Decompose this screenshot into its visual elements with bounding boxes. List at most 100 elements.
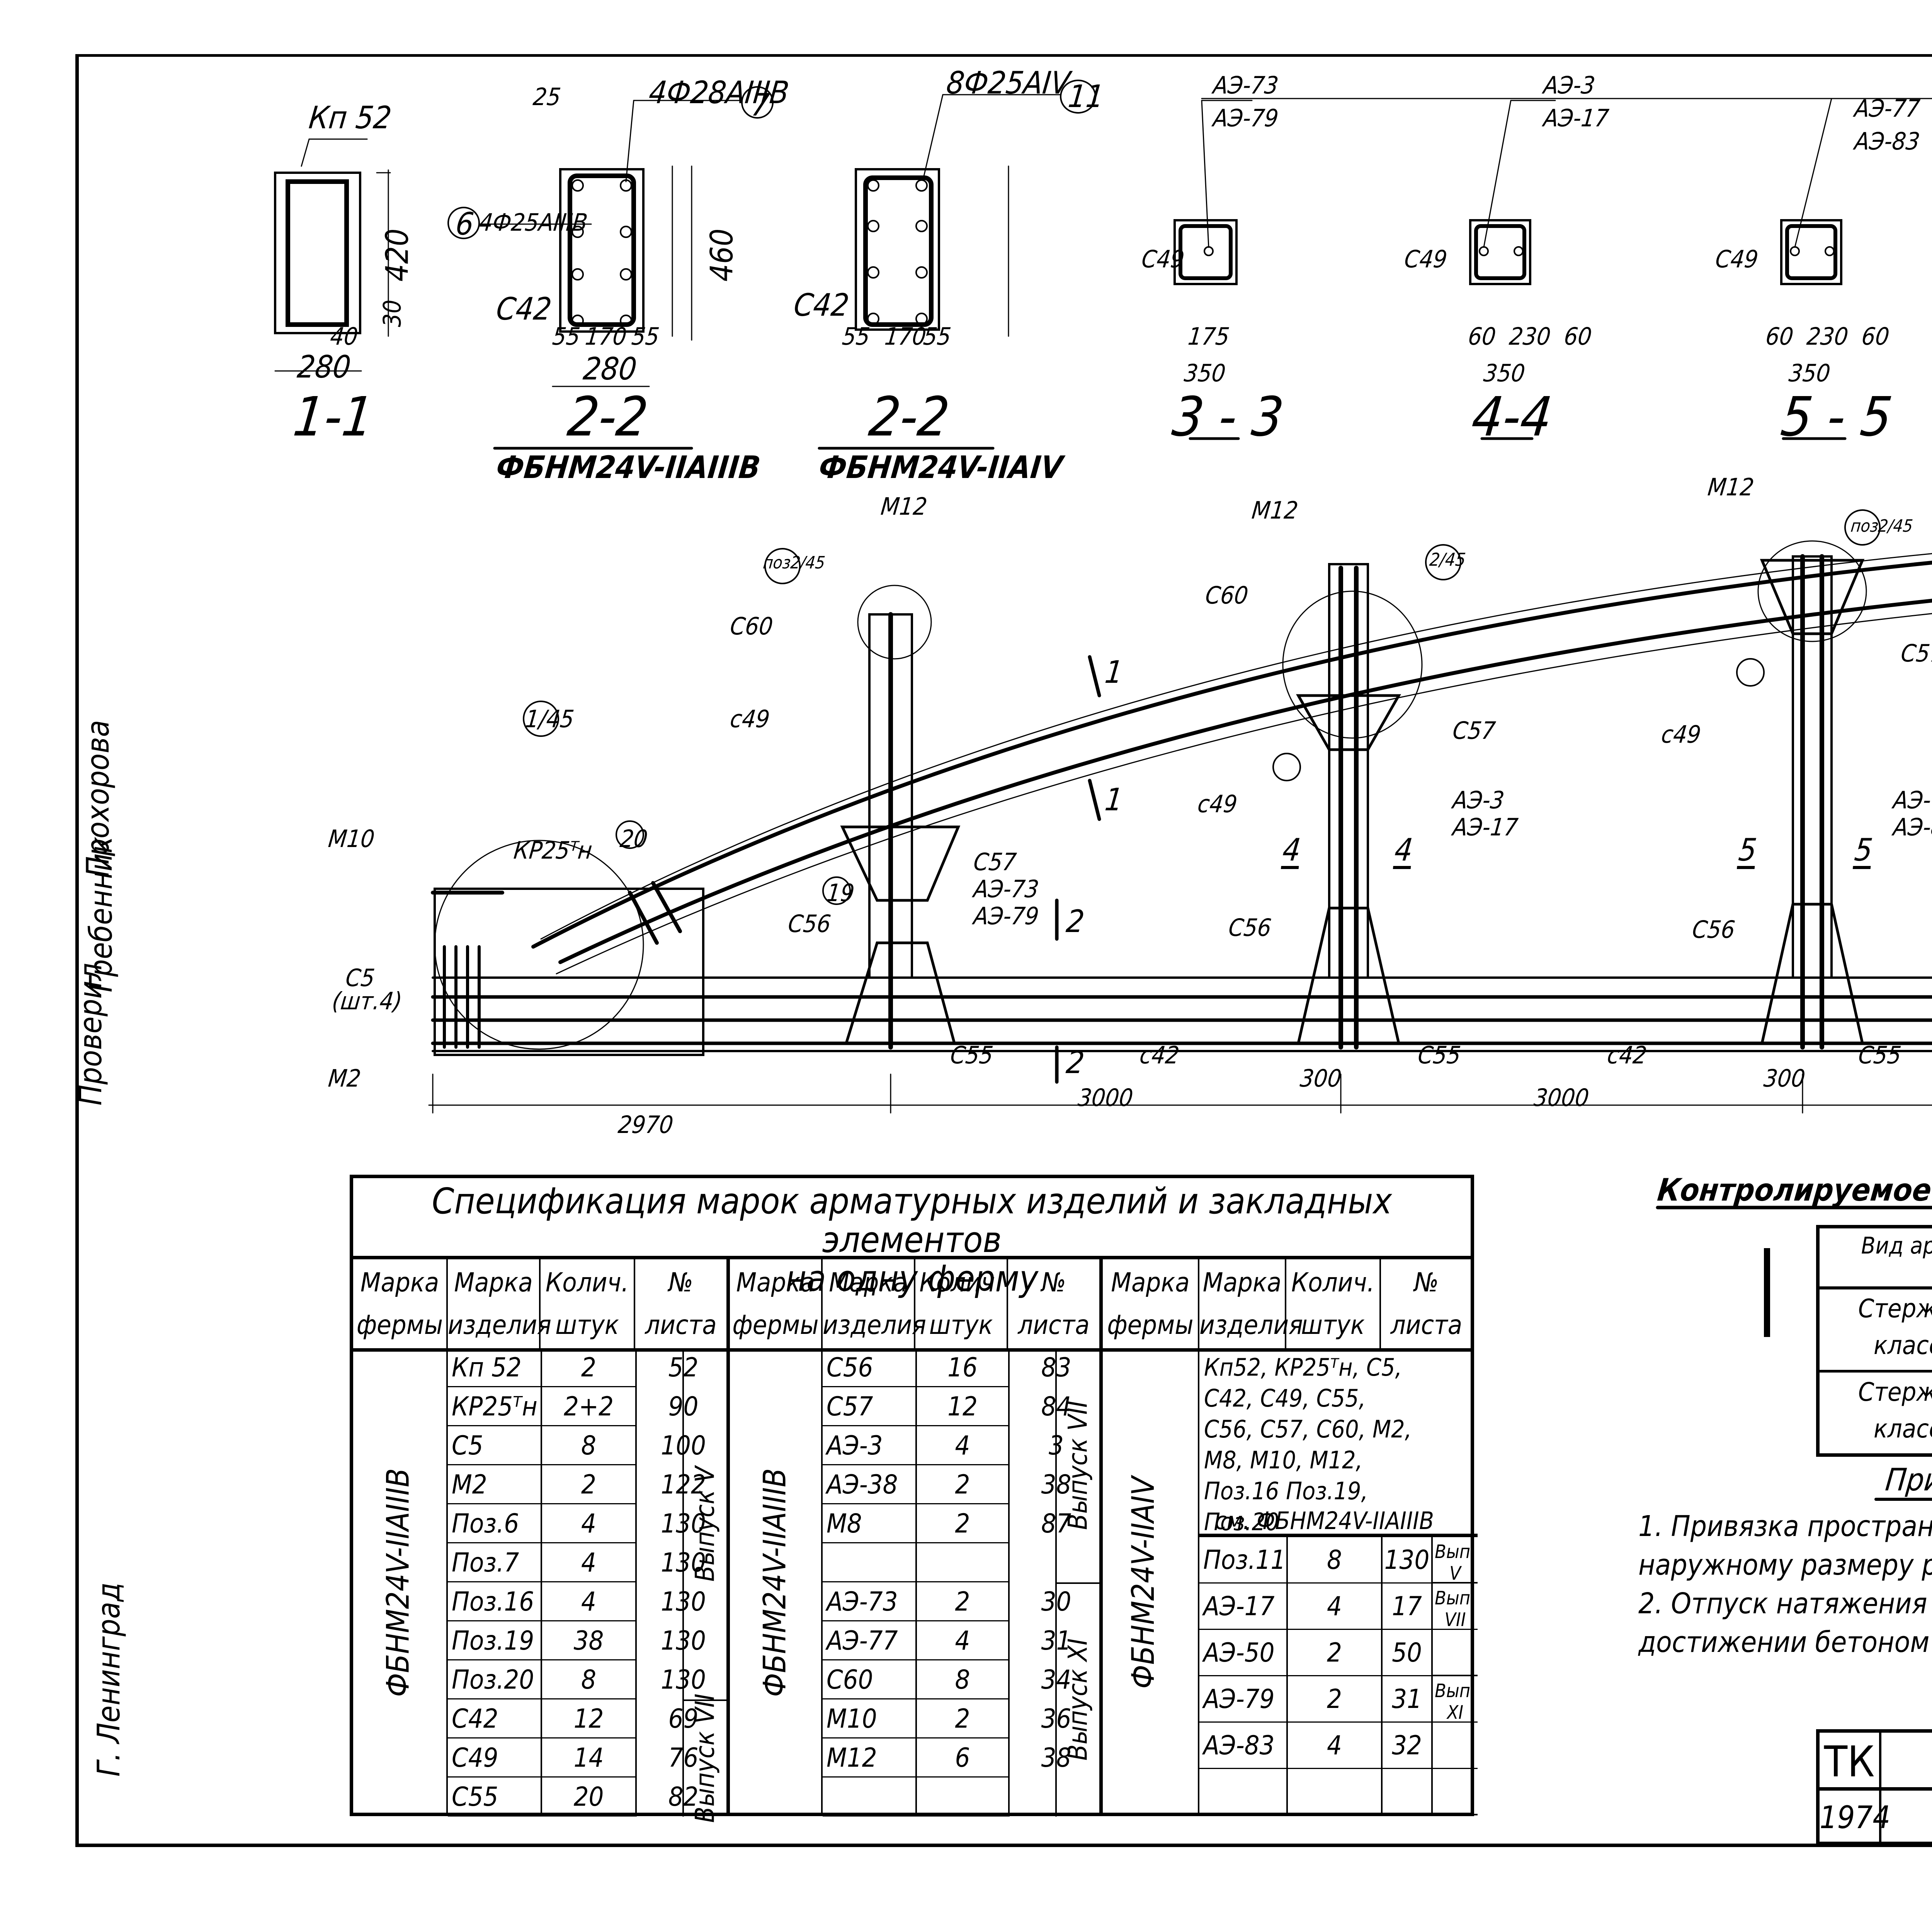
section-3-3 — [1173, 100, 1253, 440]
issue-label: Вып. VII — [1431, 1584, 1478, 1676]
title-block: ТК 1974 Фермы ФБНМ24V-IIAIIIВ, ФБНМ24V-I… — [1816, 1729, 1932, 1845]
spec-group-1-truss: ФБНМ24V-IIAIIIВ — [353, 1348, 448, 1813]
item-mark: М10 — [827, 1703, 877, 1734]
section-5-5-width: 350 — [1787, 359, 1832, 387]
title-line-2: ФБНМ24V-IIAIIIВ, ФБНМ24V-IIAIV — [1881, 1760, 1932, 1789]
label-m10: М10 — [327, 825, 376, 853]
section-2-2a-top-cover: 25 — [532, 83, 562, 111]
label-c57-c: С57 — [1900, 639, 1932, 667]
label-ae83: АЭ-83 — [1892, 813, 1932, 841]
table-row — [1199, 1769, 1478, 1815]
item-sheet: 17 — [1381, 1584, 1431, 1630]
item-qty: 4 — [915, 1621, 1008, 1660]
issue-label: Выпуск VII — [682, 1693, 726, 1823]
item-qty: 38 — [541, 1621, 635, 1660]
section-5-5-title: 5 - 5 — [1778, 386, 1895, 449]
title-block-name: Фермы ФБНМ24V-IIAIIIВ, ФБНМ24V-IIAIV — [1881, 1733, 1932, 1791]
item-mark: С55 — [452, 1781, 498, 1812]
section-2-2a-width: 280 — [582, 351, 639, 387]
section-1-1-width: 280 — [296, 349, 353, 385]
section-2-2b-stirrup: С42 — [792, 287, 851, 323]
notes-list: 1. Привязка пространственных каркасов ве… — [1638, 1507, 1932, 1662]
cut-mark-2b: 2 — [1065, 1044, 1086, 1080]
spec-table-header: Марка фермы Марка изделия Колич. штук № … — [353, 1259, 1471, 1352]
label-c55-b: С55 — [1417, 1041, 1462, 1069]
tension-table-header: Вид армирования Диаметр мм Контролируемо… — [1820, 1228, 1932, 1289]
header-qty-1: Колич. штук — [541, 1259, 635, 1348]
section-5-5 — [1201, 98, 1847, 440]
section-3-3-half: 175 — [1187, 322, 1231, 350]
item-mark: Поз.6 — [452, 1508, 519, 1539]
section-1-1-height: 420 — [379, 228, 415, 282]
section-5-5-stirrup: С49 — [1714, 245, 1760, 273]
note-2: 2. Отпуск натяжения напрягаемой арматуры… — [1638, 1587, 1932, 1659]
label-pos2-a: поз2/45 — [762, 553, 826, 573]
item-qty: 6 — [915, 1738, 1008, 1778]
section-2-2a-dim-170: 170 — [584, 322, 628, 350]
item-mark: М8 — [827, 1508, 862, 1539]
issue-label: Вып. V — [1431, 1537, 1478, 1584]
section-2-2a-dim-55-r: 55 — [630, 322, 661, 350]
section-2-2b-pos11: 11 — [1066, 78, 1106, 114]
label-c49-b: с49 — [1196, 790, 1239, 818]
item-qty: 8 — [541, 1426, 635, 1465]
label-c55-c: С55 — [1857, 1041, 1903, 1069]
section-2-2a-dim-55-l: 55 — [551, 322, 582, 350]
item-qty — [915, 1543, 1008, 1582]
label-c42-a: с42 — [1138, 1041, 1181, 1069]
spec-table-title: Спецификация марок арматурных изделий и … — [353, 1178, 1471, 1298]
dim-2970: 2970 — [617, 1111, 675, 1139]
item-qty: 2 — [541, 1348, 635, 1387]
header-item-2: Марка изделия — [823, 1259, 926, 1348]
item-mark: АЭ-38 — [827, 1469, 898, 1500]
truss-elevation — [428, 509, 1932, 1114]
section-2-2b-subtitle: ФБНМ24V-IIAIV — [817, 449, 1065, 485]
item-mark: Поз.11 — [1203, 1545, 1286, 1575]
table-row — [823, 1778, 1010, 1817]
item-mark: АЭ-17 — [1203, 1591, 1275, 1622]
issue-label: Выпуск V — [682, 1348, 726, 1701]
item-qty: 14 — [541, 1738, 635, 1778]
item-sheet — [1381, 1769, 1431, 1815]
section-4-4-title: 4-4 — [1469, 386, 1555, 449]
item-qty: 2 — [1286, 1630, 1381, 1676]
dim-3000-b: 3000 — [1532, 1084, 1590, 1112]
item-mark: М12 — [827, 1742, 877, 1773]
tension-table: Вид армирования Диаметр мм Контролируемо… — [1816, 1225, 1932, 1457]
spec-title-line1: Спецификация марок арматурных изделий и … — [432, 1180, 1392, 1260]
header-qty-2: Колич. штук — [915, 1259, 1008, 1348]
section-5-5-callout-bottom: АЭ-83 — [1853, 127, 1922, 155]
section-3-3-title: 3 - 3 — [1169, 386, 1287, 449]
tension-group: Стержникласса А-IV2018.92529.4 — [1820, 1370, 1932, 1453]
sheet-frame — [75, 54, 1932, 1847]
label-m12-c: М12 — [1706, 473, 1755, 501]
issue-label: Выпуск VII — [1055, 1348, 1099, 1584]
section-5-5-callout-top: АЭ-77 — [1853, 94, 1922, 122]
cut-mark-1a: 1 — [1103, 654, 1125, 690]
spec-group-3-body: Кп52, КР25ᵀн, С5, С42, С49, С55, С56, С5… — [1199, 1348, 1478, 1815]
reinforcement-type: Стержникласса А-IV — [1858, 1377, 1932, 1444]
cut-mark-4a: 4 — [1281, 832, 1303, 868]
header-qty-3: Колич. штук — [1286, 1259, 1381, 1348]
label-c57-b: С57 — [1451, 716, 1497, 745]
spec-group-3-note-ref: см. ФБНМ24V-IIAIIIВ — [1215, 1507, 1434, 1535]
section-1-1-cover-side: 40 — [329, 322, 359, 350]
label-c5-qty: (шт.4) — [331, 987, 404, 1015]
dim-3000-a: 3000 — [1077, 1084, 1134, 1112]
section-1-1-cover-bottom: 30 — [378, 299, 406, 327]
item-qty: 4 — [541, 1504, 635, 1543]
tension-group: Стержникласса А-IIIВ2017.32527.02833.9 — [1820, 1286, 1932, 1373]
tension-table-title: Контролируемое усилие натяжения напрягае… — [1656, 1172, 1932, 1208]
cut-mark-4b: 4 — [1393, 832, 1415, 868]
label-c42-b: с42 — [1606, 1041, 1648, 1069]
